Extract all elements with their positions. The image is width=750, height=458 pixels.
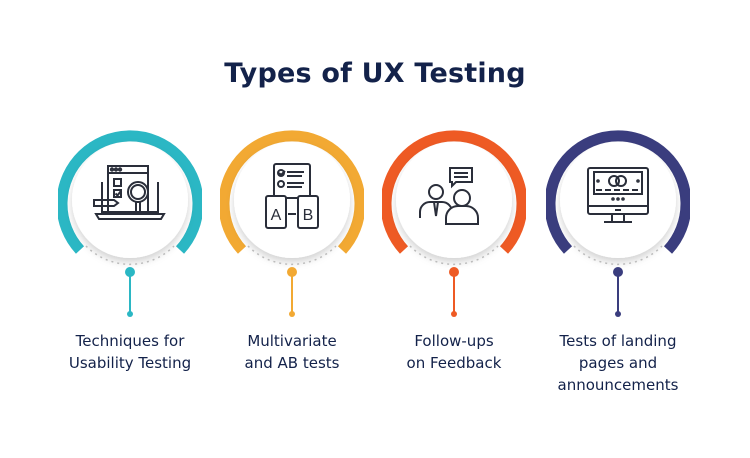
- item-label: Follow-ups on Feedback: [406, 332, 502, 372]
- connector-line: [453, 271, 455, 315]
- item-label: Techniques for Usability Testing: [68, 332, 192, 372]
- item-label: Tests of landing pages and announcements: [557, 332, 679, 394]
- desktop-landing-page-icon: [587, 167, 649, 223]
- ab-test-devices-icon: A B: [265, 163, 319, 229]
- ring-orange: [220, 130, 364, 265]
- laptop-magnifier-checklist-icon: [93, 165, 166, 220]
- svg-text:B: B: [303, 207, 314, 224]
- connector-end-dot: [451, 311, 457, 317]
- connector-end-dot: [289, 311, 295, 317]
- connector-end-dot: [615, 311, 621, 317]
- ring-teal: [58, 130, 202, 265]
- ux-type-ab-tests: A B Multivariate and AB tests: [212, 128, 372, 428]
- connector-line: [129, 271, 131, 315]
- connector-end-dot: [127, 311, 133, 317]
- connector-line: [291, 271, 293, 315]
- ux-type-usability: Techniques for Usability Testing: [50, 128, 210, 428]
- feedback-conversation-icon: [419, 167, 479, 225]
- page-title: Types of UX Testing: [224, 58, 526, 89]
- ux-type-feedback: Follow-ups on Feedback: [374, 128, 534, 428]
- item-label: Multivariate and AB tests: [244, 332, 340, 372]
- ux-type-landing-pages: Tests of landing pages and announcements: [538, 128, 698, 428]
- svg-text:A: A: [271, 207, 282, 224]
- connector-line: [617, 271, 619, 315]
